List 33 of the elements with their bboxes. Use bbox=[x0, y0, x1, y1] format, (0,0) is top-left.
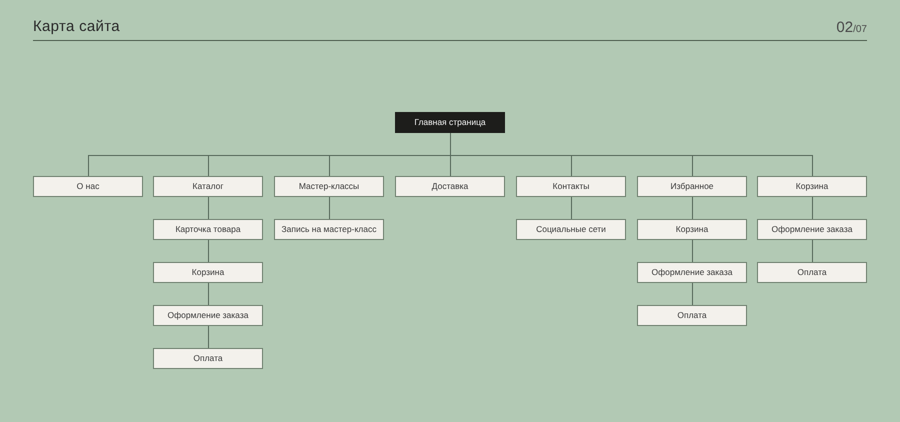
page-box: Оплата bbox=[153, 348, 263, 369]
page-box: Контакты bbox=[516, 176, 626, 197]
page-box: Оформление заказа bbox=[637, 262, 747, 283]
connector-line bbox=[692, 282, 693, 306]
page-box: Корзина bbox=[153, 262, 263, 283]
page-box: Избранное bbox=[637, 176, 747, 197]
connector-line bbox=[812, 240, 813, 262]
connector-line bbox=[692, 196, 693, 220]
page-box: Доставка bbox=[395, 176, 505, 197]
connector-line bbox=[208, 196, 209, 220]
page-box: Мастер-классы bbox=[274, 176, 384, 197]
page-box: Оплата bbox=[757, 262, 867, 283]
page-total: /07 bbox=[853, 25, 867, 35]
page-box: Оплата bbox=[637, 305, 747, 326]
page-box: О нас bbox=[33, 176, 143, 197]
page-box: Оформление заказа bbox=[153, 305, 263, 326]
root-page-box: Главная страница bbox=[395, 112, 505, 133]
page-box: Корзина bbox=[637, 219, 747, 240]
page-box: Корзина bbox=[757, 176, 867, 197]
page-box: Оформление заказа bbox=[757, 219, 867, 240]
page-box: Социальные сети bbox=[516, 219, 626, 240]
connector-line bbox=[692, 240, 693, 262]
page-box: Карточка товара bbox=[153, 219, 263, 240]
connector-line bbox=[208, 326, 209, 348]
page-box: Запись на мастер-класс bbox=[274, 219, 384, 240]
connector-line bbox=[571, 196, 572, 220]
page-title: Карта сайта bbox=[33, 18, 120, 36]
connector-line bbox=[208, 282, 209, 306]
connector-line bbox=[812, 196, 813, 220]
page-box: Каталог bbox=[153, 176, 263, 197]
connector-line bbox=[208, 240, 209, 262]
page-number: 02 bbox=[836, 20, 854, 35]
connector-line bbox=[329, 196, 330, 220]
